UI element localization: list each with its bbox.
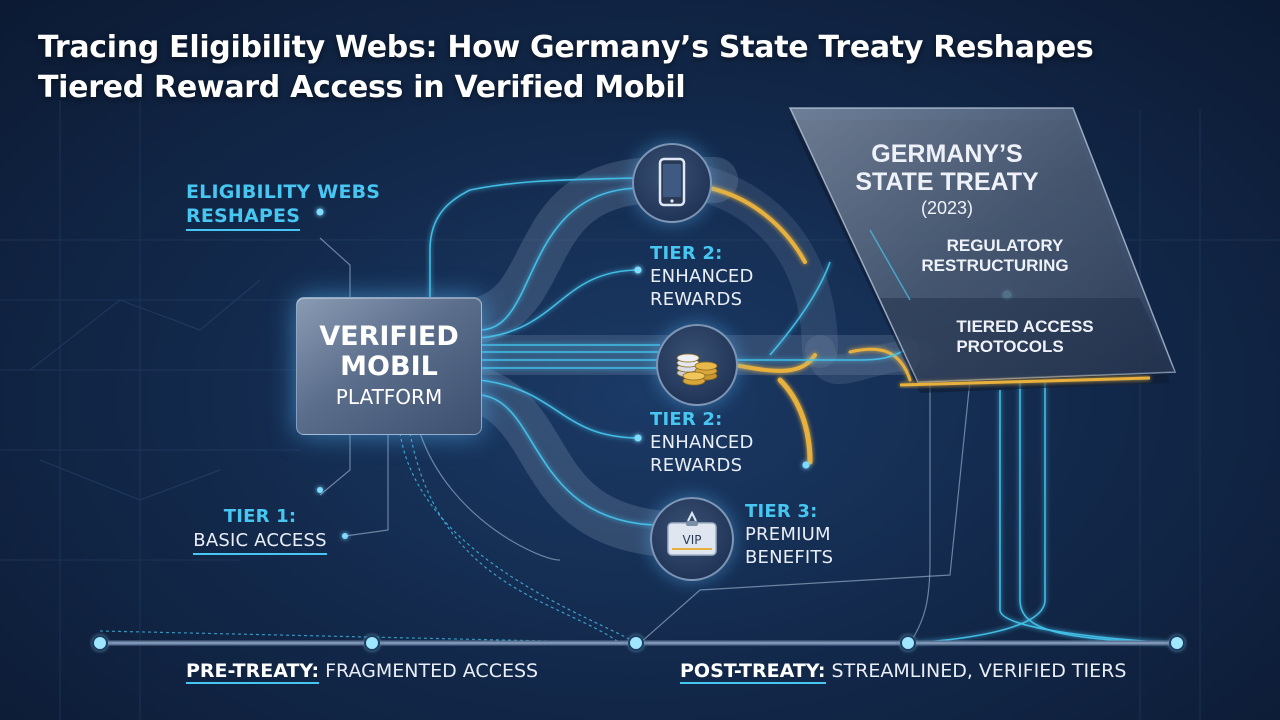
timeline-markers <box>92 635 1185 651</box>
coin-stack-icon <box>676 353 718 386</box>
eligibility-line-2: RESHAPES <box>186 205 301 231</box>
tier2-upper-line-1: ENHANCED <box>650 266 754 287</box>
pre-treaty-rest: FRAGMENTED ACCESS <box>319 660 539 682</box>
treaty-regulatory-line-1: REGULATORY <box>946 236 1064 255</box>
tier3-line-1: PREMIUM <box>745 524 831 545</box>
platform-line-3: PLATFORM <box>335 385 443 409</box>
platform-line-2: MOBIL <box>340 351 438 382</box>
timeline-marker <box>628 635 644 651</box>
pre-treaty-strong: PRE-TREATY: <box>186 660 320 684</box>
treaty-tiered-line-1: TIERED ACCESS <box>956 317 1094 336</box>
tier2-upper-heading: TIER 2: <box>650 243 723 264</box>
post-treaty-label: POST-TREATY: STREAMLINED, VERIFIED TIERS <box>680 660 1127 684</box>
pre-treaty-label: PRE-TREATY: FRAGMENTED ACCESS <box>186 660 539 684</box>
tier2-lower-line-1: ENHANCED <box>650 432 754 453</box>
tier3-heading: TIER 3: <box>745 501 818 522</box>
verified-mobil-platform: VERIFIED MOBIL PLATFORM <box>296 297 482 435</box>
timeline-marker <box>364 635 380 651</box>
eligibility-webs-label: ELIGIBILITY WEBS RESHAPES <box>186 180 381 231</box>
tier1-label: TIER 1: BASIC ACCESS <box>189 505 331 555</box>
vip-node: VIP <box>650 497 734 581</box>
treaty-panel <box>788 107 1177 393</box>
tier1-heading: TIER 1: <box>223 506 297 527</box>
cyan-connectors <box>429 177 1176 644</box>
eligibility-line-1: ELIGIBILITY WEBS <box>186 181 381 203</box>
title-line-1: Tracing Eligibility Webs: How Germany’s … <box>38 30 1094 65</box>
tier2-upper-line-2: REWARDS <box>650 289 743 310</box>
platform-line-1: VERIFIED <box>319 321 459 352</box>
timeline-marker <box>1169 635 1185 651</box>
tier3-label: TIER 3: PREMIUM BENEFITS <box>745 500 833 569</box>
treaty-title-line-2: STATE TREATY <box>855 168 1039 196</box>
treaty-regulatory-line-2: RESTRUCTURING <box>921 256 1069 275</box>
tier2-upper-label: TIER 2: ENHANCED REWARDS <box>650 242 754 311</box>
treaty-tiered-line-2: PROTOCOLS <box>956 337 1064 356</box>
background-grid <box>0 100 1280 720</box>
vip-badge-icon: VIP <box>667 510 717 556</box>
treaty-year: (2023) <box>920 198 974 218</box>
post-treaty-rest: STREAMLINED, VERIFIED TIERS <box>825 660 1127 682</box>
tier1-text: BASIC ACCESS <box>193 530 327 555</box>
timeline-marker <box>900 635 916 651</box>
tier2-lower-heading: TIER 2: <box>650 409 723 430</box>
post-treaty-strong: POST-TREATY: <box>680 660 826 684</box>
timeline-marker <box>92 635 108 651</box>
treaty-title-line-1: GERMANY’S <box>871 140 1023 168</box>
vip-badge-text: VIP <box>683 533 702 547</box>
smartphone-node <box>632 143 712 223</box>
title-line-2: Tiered Reward Access in Verified Mobil <box>38 70 686 105</box>
tier2-lower-label: TIER 2: ENHANCED REWARDS <box>650 408 754 477</box>
tier3-line-2: BENEFITS <box>745 547 834 568</box>
smartphone-icon <box>658 157 686 207</box>
page-title: Tracing Eligibility Webs: How Germany’s … <box>38 28 1218 108</box>
tier2-lower-line-2: REWARDS <box>650 455 743 476</box>
coins-node <box>656 324 738 406</box>
